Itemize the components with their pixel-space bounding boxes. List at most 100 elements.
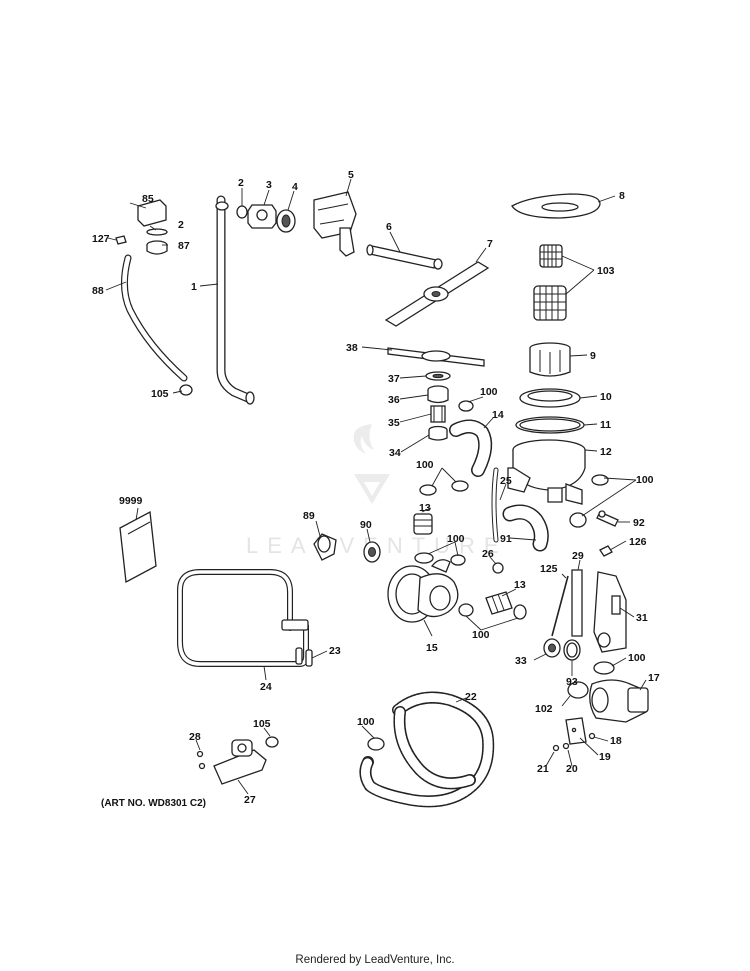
callout-34: 34	[389, 447, 401, 459]
leader-lines	[105, 178, 647, 795]
callout-38: 38	[346, 342, 358, 354]
callout-126: 126	[629, 536, 647, 548]
callout-9999: 9999	[119, 495, 143, 507]
part-13-coupler-upper[interactable]	[413, 513, 433, 535]
part-85-valve-cap[interactable]	[137, 199, 167, 227]
callout-15: 15	[426, 642, 438, 654]
part-4-nut[interactable]	[276, 209, 296, 233]
part-92-fitting[interactable]	[596, 510, 619, 527]
part-19-bracket[interactable]	[565, 717, 587, 745]
callout-90: 90	[360, 519, 372, 531]
part-20-screw[interactable]	[562, 742, 570, 750]
part-91-elbow[interactable]	[502, 504, 549, 552]
part-103-filters[interactable]	[533, 244, 567, 321]
part-38-lower-spray-arm[interactable]	[387, 347, 485, 367]
callout-102: 102	[535, 703, 553, 715]
part-34-nut[interactable]	[428, 425, 448, 441]
callout-89: 89	[303, 510, 315, 522]
callout-92: 92	[633, 517, 645, 529]
part-14-elbow-hose[interactable]	[449, 419, 493, 477]
callout-26: 26	[482, 548, 494, 560]
part-105-clamp-b[interactable]	[265, 736, 279, 748]
part-26-clip[interactable]	[492, 562, 504, 574]
part-11-gasket[interactable]	[515, 416, 585, 434]
part-28-screw[interactable]	[196, 750, 206, 770]
part-87-nut[interactable]	[146, 240, 168, 255]
part-93-gasket[interactable]	[563, 639, 581, 661]
callout-2-left: 2	[178, 219, 184, 231]
part-10-ring[interactable]	[519, 388, 581, 408]
part-7-spray-arm[interactable]	[384, 261, 490, 327]
callout-31: 31	[636, 612, 648, 624]
part-13-hose-lower[interactable]	[485, 591, 513, 615]
callout-85: 85	[142, 193, 154, 205]
part-105-clamp-a[interactable]	[179, 384, 193, 396]
part-2-o-ring[interactable]	[236, 205, 248, 219]
callout-13-lower: 13	[514, 579, 526, 591]
part-6-feed-pipe[interactable]	[366, 244, 443, 270]
part-9999-literature[interactable]	[119, 510, 157, 584]
part-90-grommet[interactable]	[363, 541, 381, 563]
callout-100-a: 100	[480, 386, 498, 398]
part-22-corrugated-hose[interactable]	[359, 691, 495, 808]
part-2-o-ring-left[interactable]	[146, 228, 168, 236]
part-126-clip[interactable]	[599, 545, 613, 557]
callout-100-f: 100	[628, 652, 646, 664]
part-12-sump[interactable]	[507, 439, 586, 505]
callout-27: 27	[244, 794, 256, 806]
part-3-manifold[interactable]	[247, 204, 277, 229]
callout-100-d: 100	[447, 533, 465, 545]
part-125-wire[interactable]	[551, 575, 569, 637]
callouts: 85 2 87 127 88 105 1 2 3 4 5 6 7 8 103 9…	[92, 169, 660, 806]
part-36-bearing[interactable]	[427, 385, 449, 404]
part-127-clip[interactable]	[115, 235, 127, 245]
part-33-check-valve[interactable]	[543, 638, 561, 658]
callout-1: 1	[191, 281, 197, 293]
part-9-filter-cup[interactable]	[529, 342, 571, 377]
part-23-terminals[interactable]	[295, 647, 313, 667]
callout-37: 37	[388, 373, 400, 385]
callout-93: 93	[566, 676, 578, 688]
callout-88: 88	[92, 285, 104, 297]
part-102-clamp[interactable]	[567, 681, 589, 699]
clamp-100-f[interactable]	[593, 661, 615, 675]
callout-23: 23	[329, 645, 341, 657]
part-88-drain-hose[interactable]	[121, 254, 188, 382]
callout-24: 24	[260, 681, 272, 693]
callout-100-e: 100	[472, 629, 490, 641]
clamp-100-c[interactable]	[569, 474, 609, 528]
part-17-drain-pump[interactable]	[589, 679, 649, 723]
callout-3: 3	[266, 179, 272, 191]
callout-19: 19	[599, 751, 611, 763]
part-18-screw[interactable]	[588, 732, 596, 740]
callout-12: 12	[600, 446, 612, 458]
clamp-100-b[interactable]	[419, 480, 469, 496]
part-15-pump[interactable]	[387, 559, 459, 623]
part-1-supply-tube[interactable]	[215, 195, 255, 405]
part-31-sump-housing[interactable]	[593, 571, 627, 653]
callout-8: 8	[619, 190, 625, 202]
part-25-tube[interactable]	[491, 467, 499, 543]
part-5-upper-manifold[interactable]	[313, 191, 357, 257]
callout-5: 5	[348, 169, 354, 181]
callout-33: 33	[515, 655, 527, 667]
callout-105-a: 105	[151, 388, 169, 400]
callout-125: 125	[540, 563, 558, 575]
clamp-100-d[interactable]	[414, 552, 466, 566]
clamp-100-g[interactable]	[367, 737, 385, 751]
part-8-hub[interactable]	[511, 193, 601, 219]
part-27-inlet-valve[interactable]	[213, 739, 267, 785]
callout-4: 4	[292, 181, 298, 193]
callout-29: 29	[572, 550, 584, 562]
callout-22: 22	[465, 691, 477, 703]
callout-11: 11	[600, 419, 611, 431]
part-37-seal[interactable]	[425, 371, 451, 381]
callout-100-c: 100	[636, 474, 654, 486]
part-89-coupler[interactable]	[313, 533, 337, 561]
clamp-100-a[interactable]	[458, 400, 474, 412]
part-24-heater[interactable]	[177, 569, 309, 667]
part-21-screw[interactable]	[552, 744, 560, 752]
part-35-coupler[interactable]	[430, 405, 446, 423]
part-29-tube[interactable]	[571, 569, 583, 637]
